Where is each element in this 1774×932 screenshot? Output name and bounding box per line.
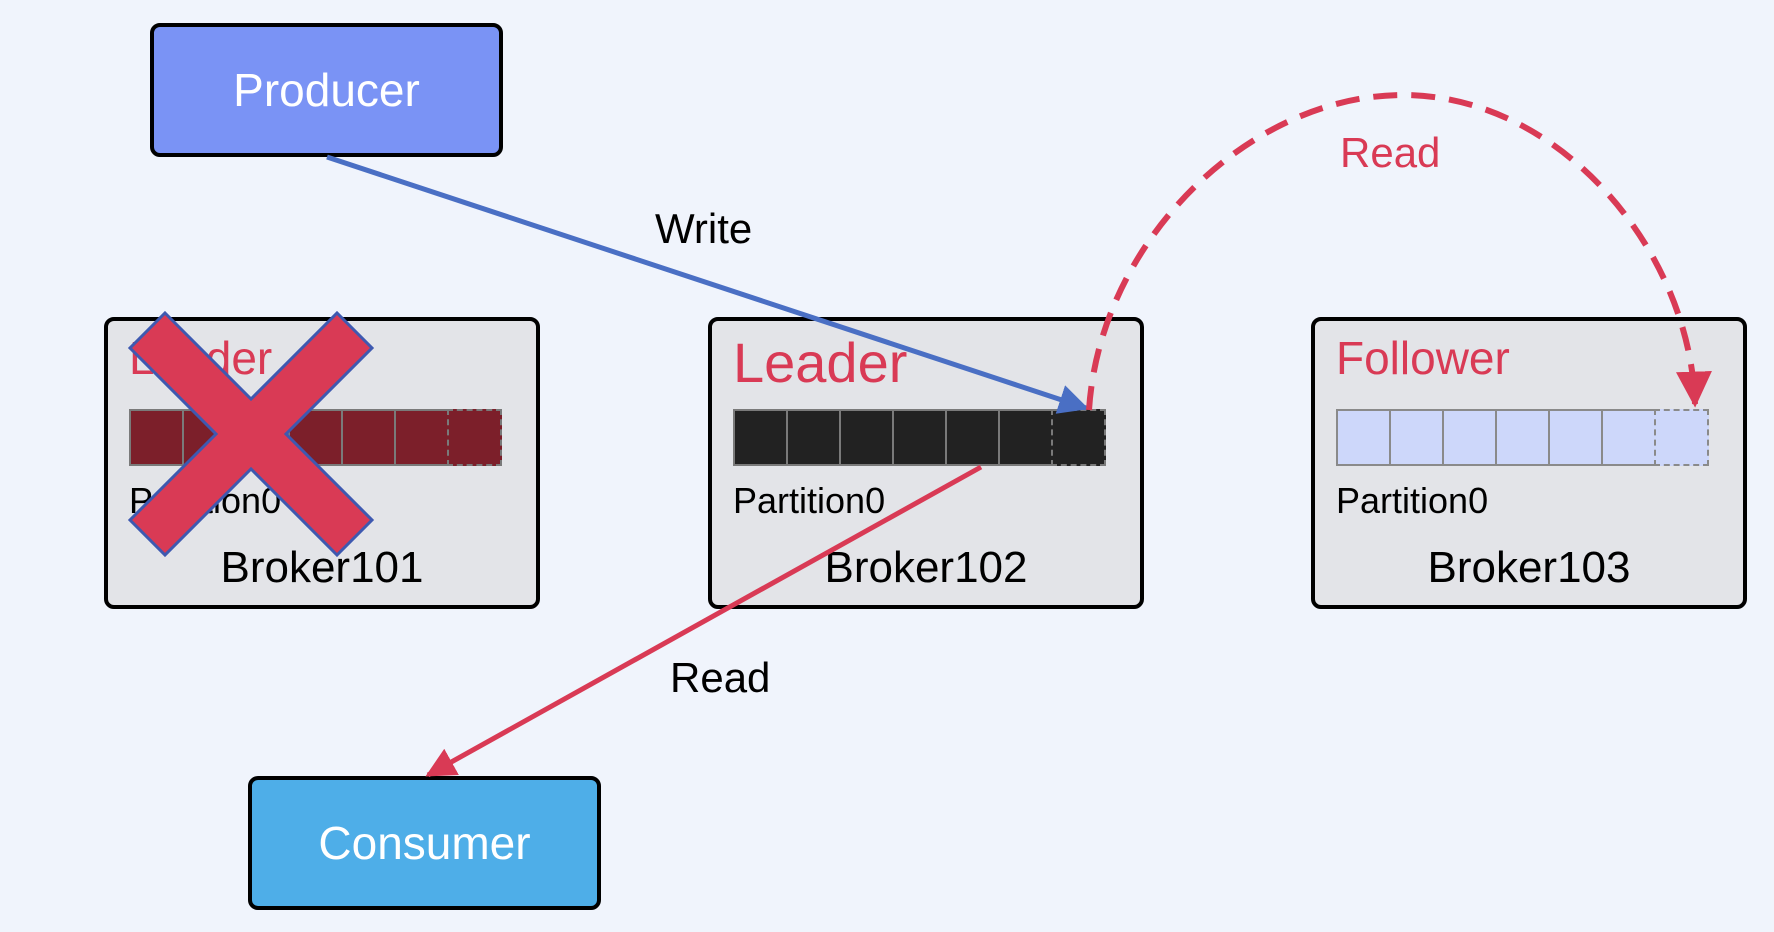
cross-icon (127, 310, 375, 558)
replica-read-arrow (1086, 91, 1712, 411)
log-segment (1442, 409, 1497, 466)
broker-102-name: Broker102 (824, 543, 1028, 592)
broker-101-name: Broker101 (220, 543, 424, 592)
consumer-node: Consumer (248, 776, 601, 910)
log-segment (839, 409, 894, 466)
producer-label: Producer (233, 64, 420, 116)
broker-103-role: Follower (1336, 332, 1510, 384)
broker-103-log (1336, 409, 1709, 466)
broker-103-name: Broker103 (1427, 543, 1631, 592)
broker-103-node: Follower Partition0 Broker103 (1311, 317, 1747, 609)
write-arrow (326, 154, 1089, 414)
write-label: Write (655, 205, 753, 252)
log-segment (1548, 409, 1603, 466)
log-segment (394, 409, 449, 466)
broker-102-node: Leader Partition0 Broker102 (708, 317, 1144, 609)
broker-102-partition: Partition0 (733, 480, 886, 521)
log-segment (1601, 409, 1656, 466)
log-segment-pending (1654, 409, 1709, 466)
log-segment (892, 409, 947, 466)
consumer-read-arrow (425, 464, 983, 778)
log-segment (1389, 409, 1444, 466)
consumer-read-label: Read (670, 654, 771, 701)
log-segment (1336, 409, 1391, 466)
producer-node: Producer (150, 23, 503, 157)
replica-read-label: Read (1340, 129, 1441, 176)
broker-103-partition: Partition0 (1336, 480, 1489, 521)
log-segment-pending (447, 409, 502, 466)
broker-102-role: Leader (733, 331, 908, 394)
consumer-label: Consumer (318, 817, 531, 869)
log-segment (733, 409, 788, 466)
